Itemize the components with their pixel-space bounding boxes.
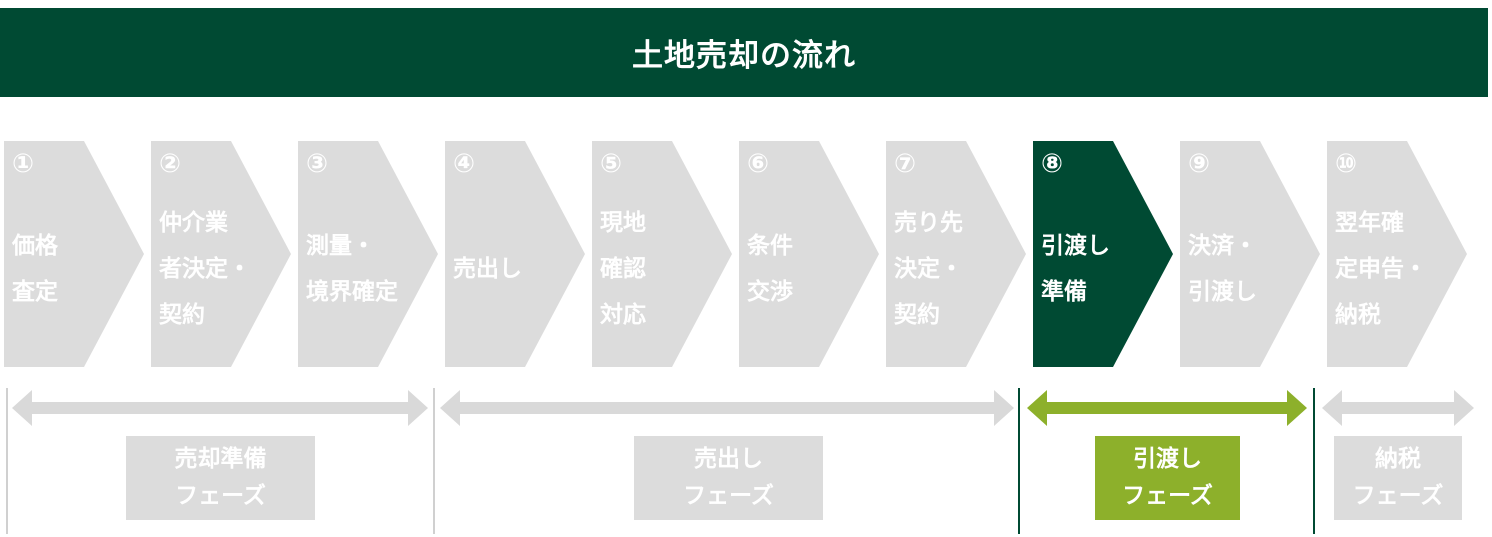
step-8: ⑧ 引渡し 準備 (1033, 141, 1180, 367)
phase-arrow-handover (1027, 390, 1307, 426)
step-label: 仲介業 者決定・ 契約 (159, 210, 251, 328)
page-title: 土地売却の流れ (632, 38, 856, 74)
step-number: ⑦ (894, 149, 917, 179)
chevron-shape (151, 141, 291, 367)
chevron-shape (1180, 141, 1320, 367)
step-number: ⑤ (600, 149, 623, 179)
step-label: 売出し (453, 256, 522, 282)
step-label: 引渡し 準備 (1041, 233, 1110, 305)
step-label: 測量・ 境界確定 (306, 233, 398, 305)
step-label: 条件 交渉 (747, 233, 793, 305)
step-label-wrap: 測量・ 境界確定 (306, 171, 416, 367)
step-label-wrap: 条件 交渉 (747, 171, 857, 367)
step-label: 売り先 決定・ 契約 (894, 210, 963, 328)
step-label: 現地 確認 対応 (600, 210, 646, 328)
step-label-wrap: 決済・ 引渡し (1188, 171, 1298, 367)
step-5: ⑤ 現地 確認 対応 (592, 141, 739, 367)
step-number: ④ (453, 149, 476, 179)
step-6: ⑥ 条件 交渉 (739, 141, 886, 367)
step-label-wrap: 現地 確認 対応 (600, 171, 710, 367)
chevron-shape (4, 141, 144, 367)
step-number: ① (12, 149, 35, 179)
chevron-shape (886, 141, 1026, 367)
phase-arrow-sale-prep (12, 390, 428, 426)
step-label: 翌年確 定申告・ 納税 (1335, 210, 1427, 328)
phase-label-tax: 納税 フェーズ (1334, 436, 1462, 520)
double-arrow-icon (1027, 390, 1307, 426)
chevron-shape (1033, 141, 1173, 367)
step-10: ⑩ 翌年確 定申告・ 納税 (1327, 141, 1474, 367)
phase-label-listing: 売出し フェーズ (634, 436, 823, 520)
phase-label: 売却準備 フェーズ (174, 446, 267, 509)
phase-arrow-tax (1322, 390, 1474, 426)
step-number: ⑨ (1188, 149, 1211, 179)
step-number: ② (159, 149, 182, 179)
step-number: ⑩ (1335, 149, 1358, 179)
step-2: ② 仲介業 者決定・ 契約 (151, 141, 298, 367)
step-number: ③ (306, 149, 329, 179)
step-label-wrap: 価格 査定 (12, 171, 122, 367)
double-arrow-icon (1322, 390, 1474, 426)
phase-arrow-listing (440, 390, 1014, 426)
phase-label: 売出し フェーズ (683, 446, 774, 509)
chevron-shape (739, 141, 879, 367)
step-label-wrap: 仲介業 者決定・ 契約 (159, 171, 269, 367)
step-label: 価格 査定 (12, 233, 58, 305)
step-number: ⑧ (1041, 149, 1064, 179)
step-label: 決済・ 引渡し (1188, 233, 1257, 305)
phase-divider (1018, 388, 1020, 534)
step-label-wrap: 引渡し 準備 (1041, 171, 1151, 367)
step-1: ① 価格 査定 (4, 141, 151, 367)
chevron-shape (1327, 141, 1467, 367)
step-label-wrap: 翌年確 定申告・ 納税 (1335, 171, 1445, 367)
phase-divider (6, 388, 8, 534)
step-4: ④ 売出し (445, 141, 592, 367)
phase-label: 引渡し フェーズ (1122, 446, 1213, 509)
double-arrow-icon (12, 390, 428, 426)
phase-label-sale-prep: 売却準備 フェーズ (126, 436, 315, 520)
step-7: ⑦ 売り先 決定・ 契約 (886, 141, 1033, 367)
phase-divider (1313, 388, 1315, 534)
chevron-shape (445, 141, 585, 367)
chevron-shape (592, 141, 732, 367)
title-bar: 土地売却の流れ (0, 8, 1488, 97)
phase-label: 納税 フェーズ (1352, 446, 1444, 509)
step-3: ③ 測量・ 境界確定 (298, 141, 445, 367)
phase-divider (433, 388, 435, 534)
phase-label-handover: 引渡し フェーズ (1095, 436, 1240, 520)
step-number: ⑥ (747, 149, 770, 179)
step-label-wrap: 売り先 決定・ 契約 (894, 171, 1004, 367)
chevron-shape (298, 141, 438, 367)
step-9: ⑨ 決済・ 引渡し (1180, 141, 1327, 367)
step-label-wrap: 売出し (453, 171, 563, 367)
double-arrow-icon (440, 390, 1014, 426)
